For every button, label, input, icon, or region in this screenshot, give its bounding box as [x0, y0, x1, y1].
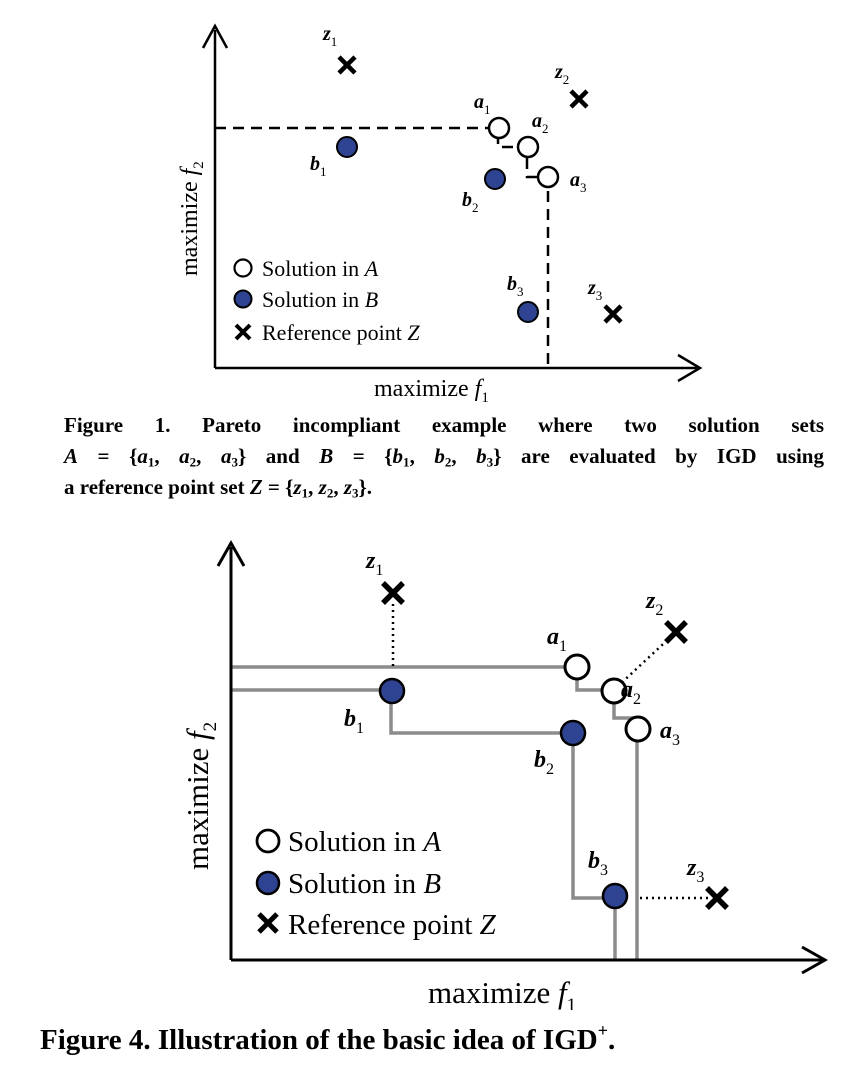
caption-1-eq-z: = { [262, 475, 294, 499]
caption-1-tail: a reference point set [64, 475, 250, 499]
fig4-legend: Solution in A Solution in B Reference po… [255, 826, 497, 941]
caption-1-and: } and [237, 444, 320, 468]
fig4-legend-b: Solution in B [288, 868, 441, 900]
caption-1-z3: z [343, 475, 353, 499]
fig1-legend-b: Solution in B [262, 287, 378, 312]
fig1-label-z3: z3 [587, 277, 602, 303]
fig1-a1-marker [487, 116, 511, 140]
fig1-label-a3: a3 [570, 169, 587, 195]
fig1-legend-z: Reference point Z [262, 320, 420, 345]
caption-1-a2: a [179, 444, 190, 468]
figures-canvas: z1 z2 z3 a1 a2 a3 b1 b2 b3 Solution in A… [177, 23, 829, 1010]
fig4-label-b2: b2 [534, 747, 554, 778]
figure-1-caption: Figure 1. Pareto incompliant example whe… [64, 410, 824, 503]
fig4-label-b3: b3 [588, 848, 608, 879]
fig4-b2-marker [559, 719, 587, 747]
fig1-legend-a: Solution in A [262, 256, 379, 281]
figure-4: z1 z2 z3 a1 a2 a3 b1 b2 b3 Solution in A… [180, 539, 829, 1010]
fig1-x-axis-label: maximize f1 [374, 376, 489, 406]
fig1-label-b3: b3 [507, 273, 524, 299]
fig4-label-a3: a3 [660, 718, 680, 749]
caption-4-text: Figure 4. Illustration of the basic idea… [40, 1024, 598, 1056]
fig1-x-axis-arrowhead [677, 353, 703, 383]
caption-4-end: . [607, 1024, 616, 1056]
fig4-label-z3: z3 [686, 855, 704, 886]
fig4-legend-z: Reference point Z [288, 909, 497, 941]
caption-1-end: }. [358, 475, 373, 499]
fig1-y-axis-arrowhead [201, 23, 229, 49]
fig4-legend-filled-circle [255, 870, 281, 896]
fig1-label-a1: a1 [474, 91, 491, 117]
caption-1-eq-a: = { [78, 444, 138, 468]
fig1-z2-marker [569, 89, 589, 109]
fig4-z2-marker [664, 620, 688, 644]
caption-1-b3: b [476, 444, 487, 468]
fig4-a1-marker [563, 653, 591, 681]
fig1-a2-marker [516, 135, 540, 159]
fig1-z3-marker [603, 304, 623, 324]
caption-1-eq-b: = { [333, 444, 393, 468]
fig4-label-b1: b1 [344, 706, 364, 737]
fig4-a2-marker [600, 677, 628, 705]
fig1-y-axis-label: maximize f2 [177, 161, 207, 276]
fig4-x-axis-arrowhead [801, 945, 829, 975]
caption-1-set-b: B [319, 444, 334, 468]
caption-1-prefix: Figure 1. Pareto incompliant example whe… [64, 413, 824, 437]
caption-1-set-a: A [64, 444, 79, 468]
fig1-legend-filled-circle [233, 289, 253, 309]
fig1-a3-marker [536, 165, 560, 189]
fig4-label-z1: z1 [365, 548, 383, 579]
caption-1-a3: a [220, 444, 232, 468]
caption-1-a1: a [137, 444, 148, 468]
caption-1-set-z: Z [249, 475, 263, 499]
fig1-b2-marker [484, 168, 506, 190]
fig4-y-axis-arrowhead [216, 539, 246, 567]
fig4-b3-marker [601, 882, 629, 910]
caption-1-b2: b [434, 444, 445, 468]
fig1-label-a2: a2 [532, 110, 549, 136]
caption-1-z2: z [318, 475, 327, 499]
fig1-label-b2: b2 [462, 189, 479, 215]
fig1-z1-marker [337, 55, 357, 75]
fig1-legend: Solution in A Solution in B Reference po… [233, 256, 420, 345]
fig4-label-a2: a2 [621, 677, 641, 708]
fig1-label-b1: b1 [310, 153, 327, 179]
fig4-legend-open-circle [255, 828, 281, 854]
fig1-legend-open-circle [233, 258, 253, 278]
fig1-label-z2: z2 [554, 61, 569, 87]
fig1-label-z1: z1 [322, 23, 337, 49]
fig4-z3-marker [705, 886, 729, 910]
figure-4-caption: Figure 4. Illustration of the basic idea… [40, 1020, 840, 1058]
fig1-b3-marker [517, 301, 539, 323]
fig4-a3-marker [624, 715, 652, 743]
fig1-b1-marker [336, 136, 358, 158]
fig4-y-axis-label: maximize f2 [180, 722, 221, 870]
fig4-legend-a: Solution in A [288, 826, 441, 858]
figure-1-caption-line-3: a reference point set Z = {z1, z2, z3}. [64, 475, 373, 501]
caption-1-mid: } are evaluated by IGD using [493, 444, 824, 468]
fig4-b1-marker [378, 677, 406, 705]
fig4-label-a1: a1 [547, 624, 567, 655]
fig4-x-axis-label: maximize f1 [428, 975, 576, 1010]
fig4-label-z2: z2 [645, 588, 663, 619]
caption-4-sup: + [597, 1020, 608, 1041]
caption-1-b1: b [392, 444, 404, 468]
caption-1-z1: z [293, 475, 302, 499]
figure-1-caption-line-2: A = {a1, a2, a3} and B = {b1, b2, b3} ar… [64, 444, 824, 470]
fig4-legend-cross [257, 912, 279, 934]
fig4-z1-marker [381, 581, 405, 605]
figure-1: z1 z2 z3 a1 a2 a3 b1 b2 b3 Solution in A… [177, 23, 703, 406]
fig1-legend-cross [234, 323, 252, 341]
figure-1-caption-line-1: Figure 1. Pareto incompliant example whe… [64, 410, 824, 441]
